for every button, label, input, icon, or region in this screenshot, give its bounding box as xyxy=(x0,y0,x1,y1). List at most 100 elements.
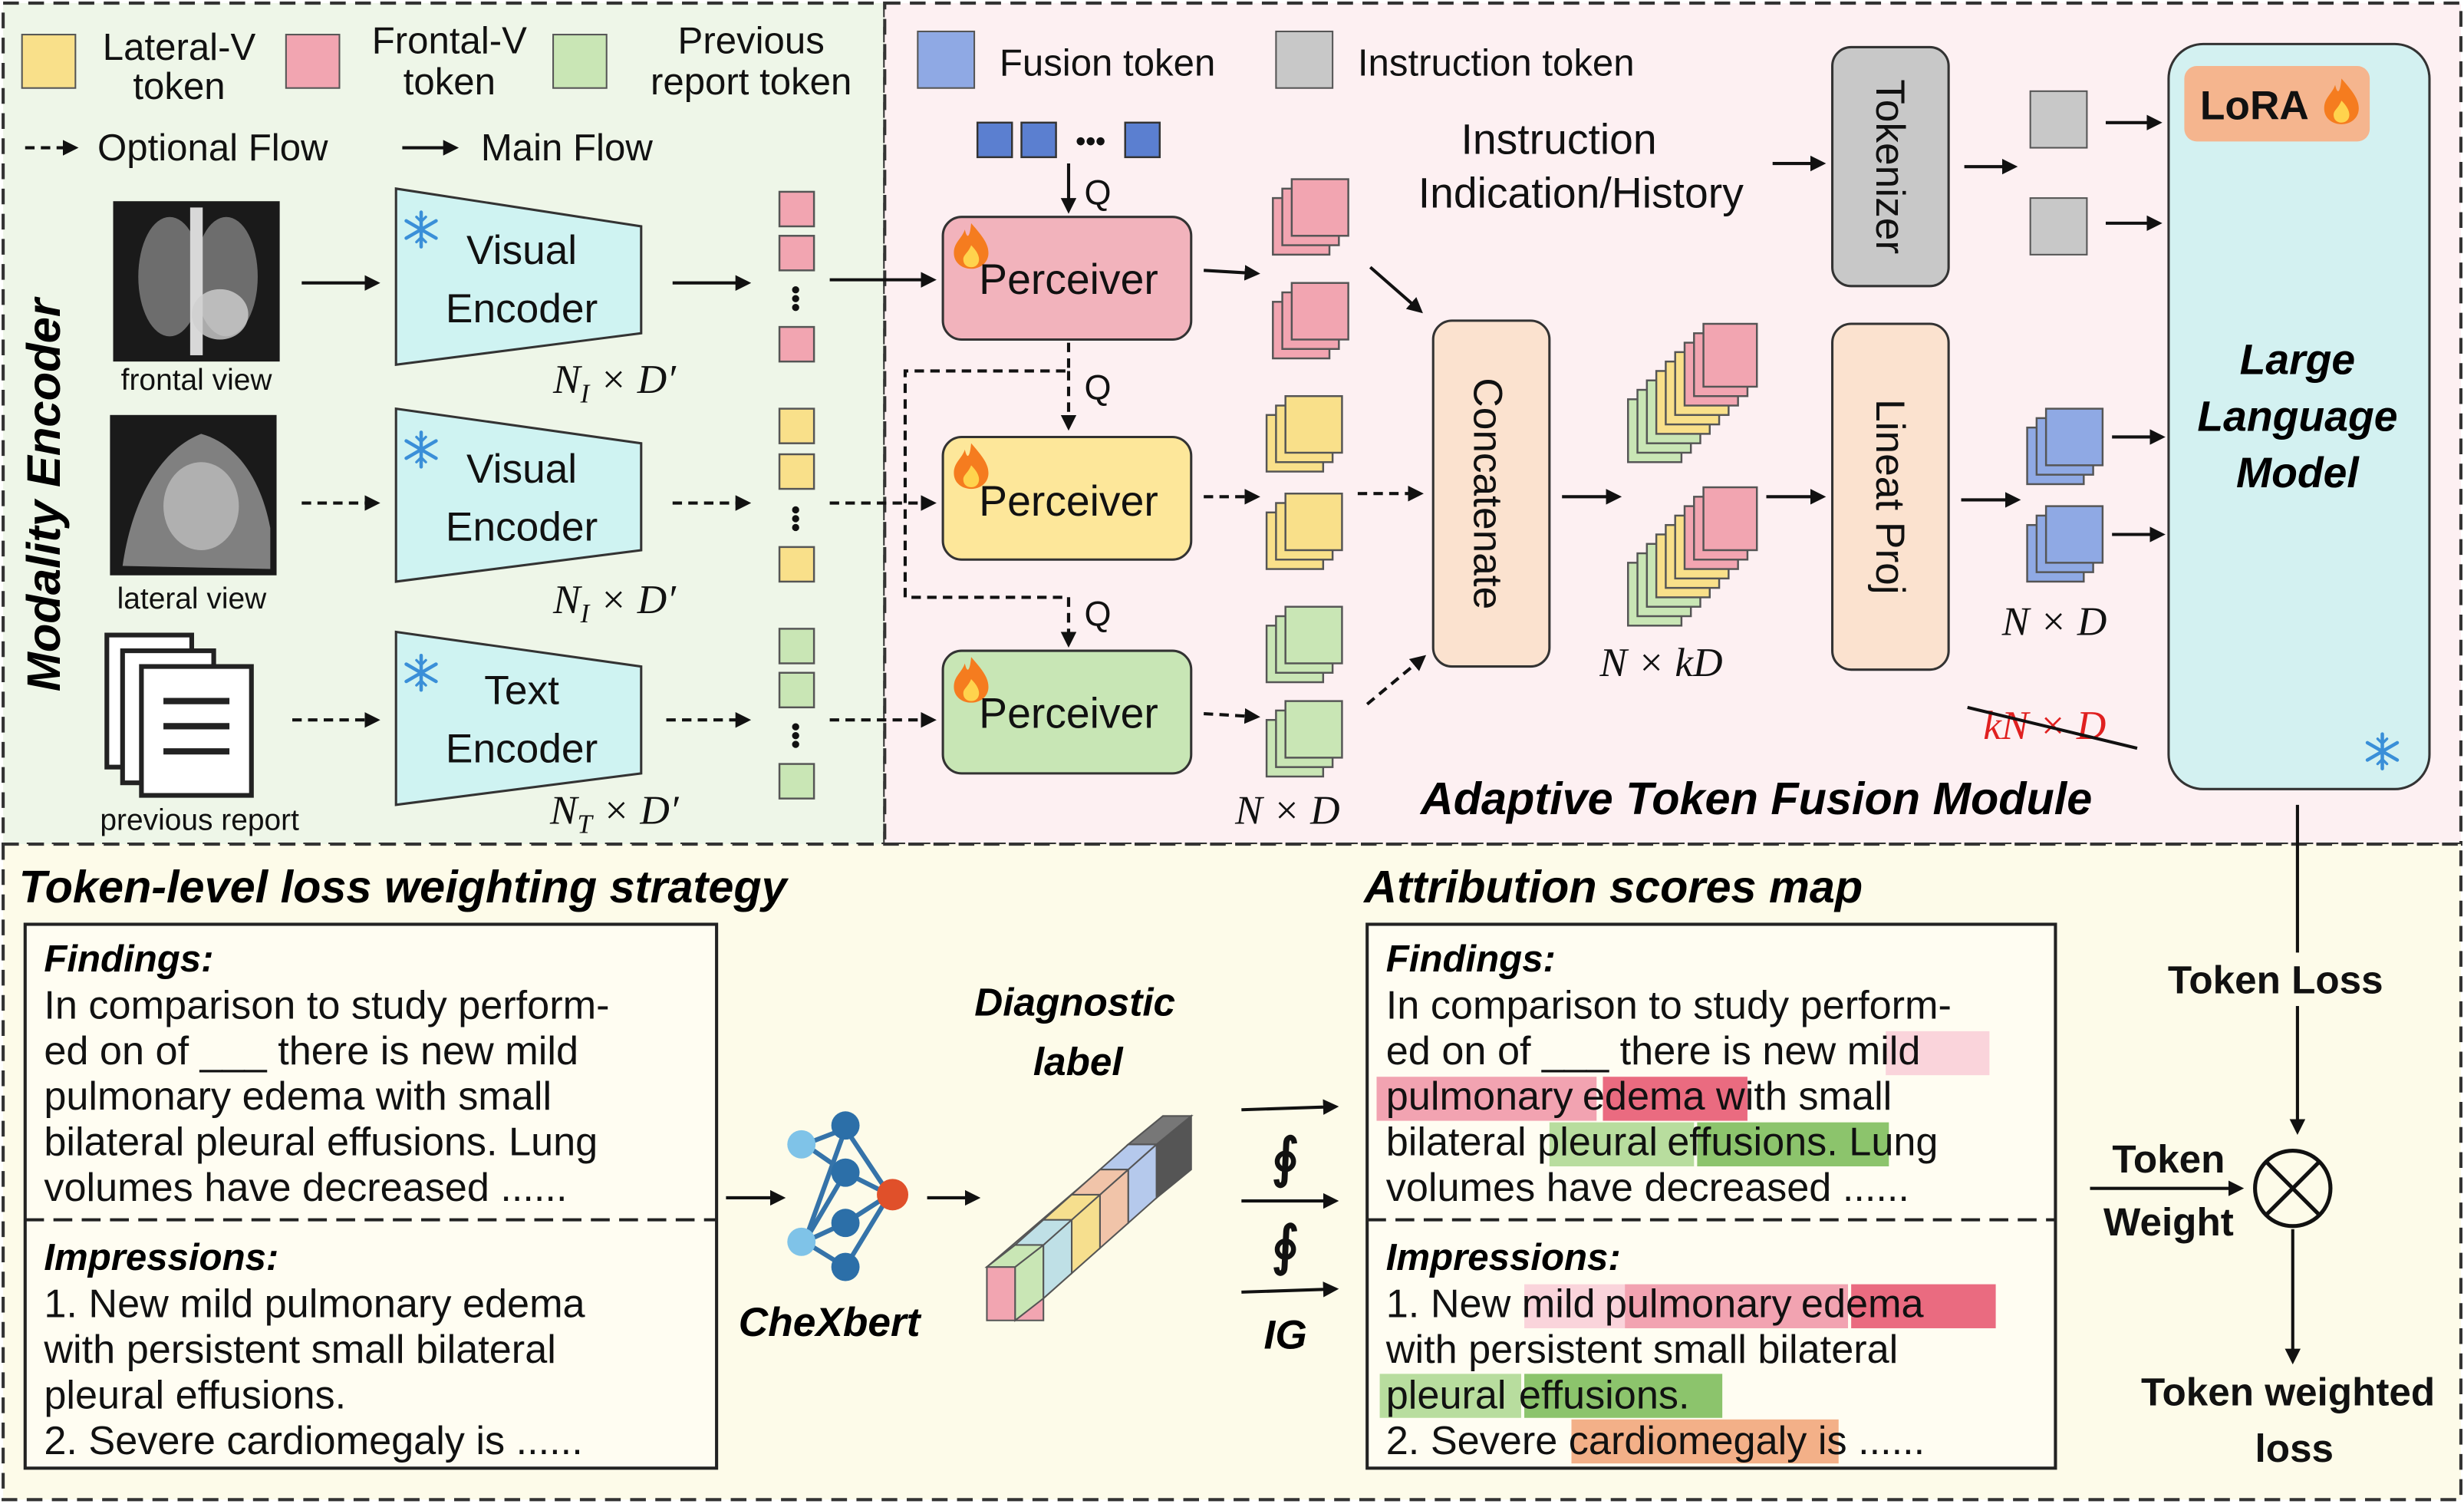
visual-encoder-lateral: Visual Encoder xyxy=(394,407,643,583)
fusion-module-title: Adaptive Token Fusion Module xyxy=(1419,773,2092,824)
integral-symbol-1: ∮ xyxy=(1272,1127,1300,1188)
svg-text:•••: ••• xyxy=(782,722,810,748)
legend-optional-label: Optional Flow xyxy=(97,127,328,169)
otimes-icon xyxy=(2253,1148,2333,1229)
dim-knd-struck: kN × D xyxy=(1967,703,2138,750)
svg-text:Encoder: Encoder xyxy=(446,505,598,550)
document-icon xyxy=(104,632,254,798)
legend-lateral-line2: token xyxy=(133,65,225,107)
integral-symbol-2: ∮ xyxy=(1272,1215,1300,1276)
instruction-line2: Indication/History xyxy=(1418,169,1744,216)
frontal-view-caption: frontal view xyxy=(121,364,273,397)
q-label-1: Q xyxy=(1084,173,1111,212)
legend-fusion-swatch xyxy=(917,30,976,89)
instruction-token-2 xyxy=(2029,197,2088,256)
text-encoder: Text Encoder xyxy=(394,630,643,806)
perceiver-frontal-label: Perceiver xyxy=(979,256,1158,303)
lora-badge xyxy=(2184,66,2370,142)
attr-impressions-label: Impressions: xyxy=(1386,1236,1621,1278)
findings-line-2: ed on of ___ there is new mild xyxy=(44,1029,578,1074)
impressions-label: Impressions: xyxy=(44,1236,278,1278)
svg-text:•••: ••• xyxy=(782,285,810,312)
arrow-perceiver-frontal-out xyxy=(1204,265,1260,281)
large-language-model-block xyxy=(2167,42,2431,790)
findings-label: Findings: xyxy=(44,938,213,980)
legend-frontal-swatch xyxy=(285,34,341,89)
linear-proj-block xyxy=(1831,322,1950,671)
instruction-line1: Instruction xyxy=(1461,116,1657,163)
instruction-token-1 xyxy=(2029,90,2088,149)
perceiver-output-stacks xyxy=(1265,178,1349,778)
svg-text:Visual: Visual xyxy=(466,228,577,273)
tokenizer-label: Tokenizer xyxy=(1867,79,1912,254)
perceiver-lateral xyxy=(941,435,1193,561)
legend-instruction-label: Instruction token xyxy=(1358,41,1635,84)
concatenate-block xyxy=(1431,319,1551,668)
dim-nkd: N × kD xyxy=(1599,640,1722,685)
perceiver-lateral-label: Perceiver xyxy=(979,477,1158,525)
dim-frontal: NI × D′ xyxy=(552,357,677,408)
attr-f5: volumes have decreased ...... xyxy=(1386,1166,1909,1210)
findings-line-1: In comparison to study perform- xyxy=(44,983,609,1027)
chexbert-label: CheXbert xyxy=(739,1300,922,1345)
legend-lateral-swatch xyxy=(21,34,77,89)
visual-encoder-frontal: Visual Encoder xyxy=(394,187,643,366)
lora-label: LoRA xyxy=(2200,84,2309,129)
token-weight-line1: Token xyxy=(2112,1137,2225,1181)
arrow-ig-3 xyxy=(1241,1281,1339,1298)
weighted-loss-line2: loss xyxy=(2255,1426,2334,1470)
lateral-view-caption: lateral view xyxy=(117,582,268,615)
weighted-loss-line1: Token weighted xyxy=(2141,1370,2435,1413)
legend-main-label: Main Flow xyxy=(481,127,653,169)
arrow-ig-1 xyxy=(1241,1099,1339,1115)
attr-findings-label: Findings: xyxy=(1386,938,1556,980)
fusion-token-row xyxy=(976,121,1161,159)
legend-previous-line2: report token xyxy=(651,61,852,103)
token-weight-line2: Weight xyxy=(2103,1200,2234,1244)
findings-line-3: pulmonary edema with small xyxy=(44,1074,552,1119)
lateral-xray-image xyxy=(110,414,277,576)
report-token-column xyxy=(778,628,815,800)
svg-text:Text: Text xyxy=(484,668,559,714)
findings-line-4: bilateral pleural effusions. Lung xyxy=(44,1120,598,1165)
svg-text:Encoder: Encoder xyxy=(446,286,598,331)
legend-previous-swatch xyxy=(552,34,608,89)
arrow-report-stack-to-concat xyxy=(1365,655,1427,706)
impressions-line-2: with persistent small bilateral xyxy=(43,1328,556,1372)
dim-nd-fusion: N × D xyxy=(2001,599,2107,645)
linear-proj-label: Lineat Proj xyxy=(1867,399,1912,595)
legend-previous-line1: Previous xyxy=(678,20,825,62)
attr-i4: 2. Severe cardiomegaly is ...... xyxy=(1386,1419,1925,1463)
ig-label: IG xyxy=(1264,1313,1307,1358)
llm-line2: Language xyxy=(2197,392,2397,440)
llm-line1: Large xyxy=(2240,336,2356,384)
q-label-3: Q xyxy=(1084,594,1111,633)
perceiver-frontal xyxy=(941,216,1193,341)
dim-lateral: NI × D′ xyxy=(552,577,677,628)
tokenizer-block xyxy=(1831,45,1950,288)
legend-frontal-line2: token xyxy=(404,61,496,103)
legend-lateral-line1: Lateral-V xyxy=(103,26,256,68)
neural-network-icon xyxy=(787,1111,909,1281)
report-text-box xyxy=(23,922,719,1470)
impressions-line-3: pleural effusions. xyxy=(44,1373,346,1417)
legend-fusion-label: Fusion token xyxy=(1000,41,1215,84)
attr-i2: with persistent small bilateral xyxy=(1385,1328,1899,1372)
modality-encoder-title: Modality Encoder xyxy=(18,296,71,691)
llm-line3: Model xyxy=(2236,449,2360,496)
previous-report-caption: previous report xyxy=(100,804,299,837)
loss-strategy-title: Token-level loss weighting strategy xyxy=(19,861,789,912)
dim-nd-perceiver: N × D xyxy=(1234,787,1340,833)
concatenate-label: Concatenate xyxy=(1464,378,1510,609)
legend-frontal-line1: Frontal-V xyxy=(372,20,527,62)
arrow-perceiver-report-out xyxy=(1204,707,1260,724)
frontal-xray-image xyxy=(113,201,280,362)
fusion-output-stacks xyxy=(2026,407,2104,583)
q-label-2: Q xyxy=(1084,368,1111,407)
attribution-highlights xyxy=(1376,1031,1996,1464)
arrow-frontal-stack-to-concat xyxy=(1369,266,1423,314)
attr-f1: In comparison to study perform- xyxy=(1386,983,1952,1027)
